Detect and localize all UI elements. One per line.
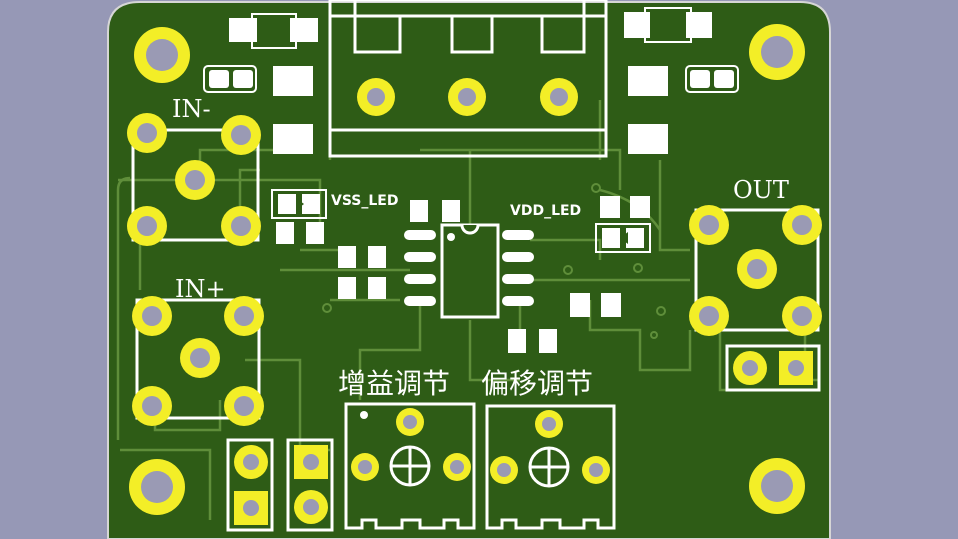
led-polarity-marks — [296, 198, 628, 244]
led-pads — [209, 70, 734, 248]
in-minus-label: IN- — [172, 95, 211, 123]
in-minus-connector — [127, 113, 261, 246]
vdd-led-label: VDD_LED — [510, 203, 581, 219]
vss-led-label: VSS_LED — [331, 193, 398, 209]
in-plus-label: IN+ — [175, 275, 226, 303]
top-connector-pins — [357, 78, 578, 116]
smd-outlines — [203, 7, 739, 253]
gain-adjust-label: 增益调节 — [338, 367, 450, 400]
jumper-header-left — [226, 438, 274, 532]
out-pin-header — [725, 344, 821, 392]
gain-potentiometer — [344, 402, 476, 530]
offset-potentiometer — [485, 404, 616, 530]
jumper-header-right — [286, 438, 334, 532]
out-connector — [689, 205, 822, 336]
in-plus-connector — [132, 296, 264, 426]
mounting-hole-drills — [141, 36, 793, 503]
top-connector — [328, 0, 608, 158]
out-label: OUT — [733, 176, 789, 204]
offset-adjust-label: 偏移调节 — [481, 367, 593, 400]
vias — [322, 183, 666, 339]
ic-chip — [404, 223, 534, 319]
